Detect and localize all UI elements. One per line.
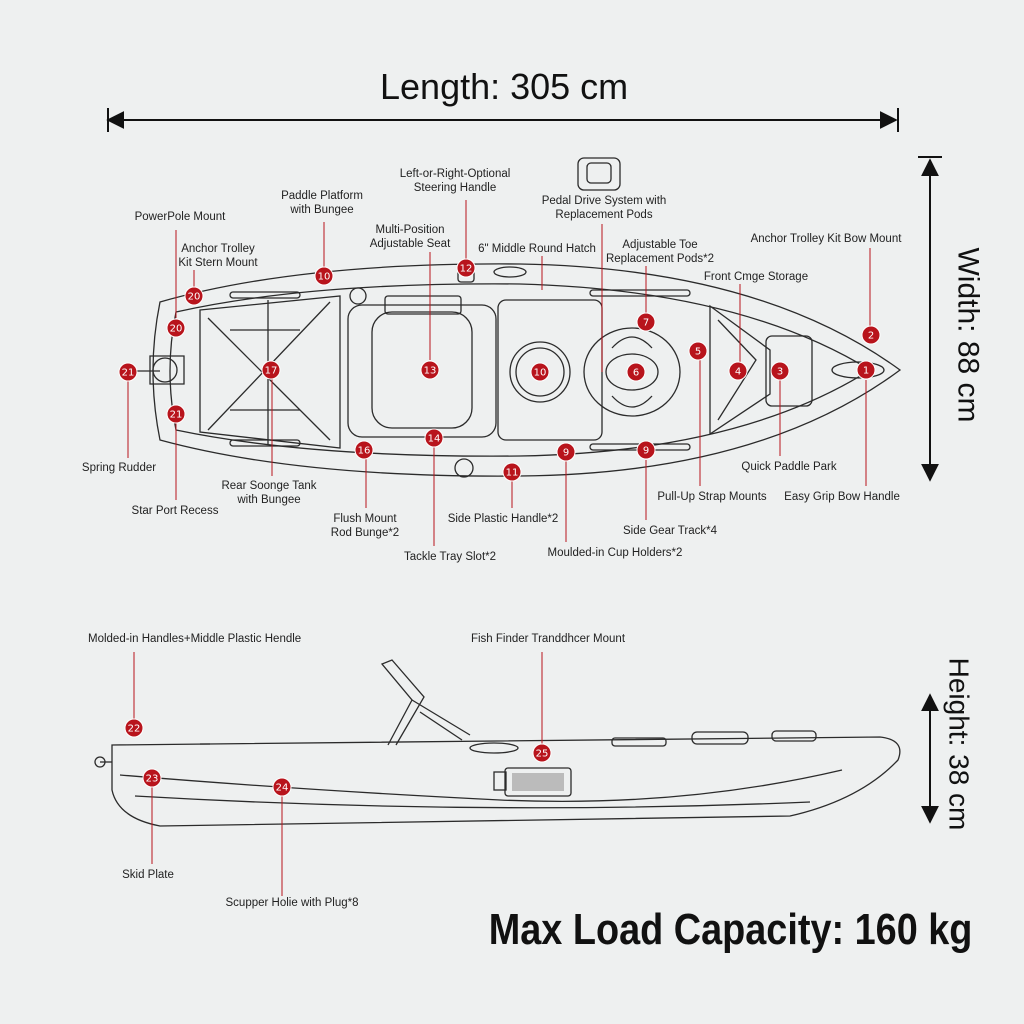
label-bow-handle: Easy Grip Bow Handle [784, 491, 900, 503]
label-tackle-tray: Tackle Tray Slot*2 [403, 551, 497, 563]
label-scupper-hole: Scupper Holie with Plug*8 [225, 897, 359, 909]
side-view-badge-number: 25 [536, 749, 549, 760]
top-view-badge: 14 [424, 428, 444, 448]
top-view-badge: 5 [688, 341, 708, 361]
label-star-port: Star Port Recess [131, 505, 219, 517]
top-view-badge: 7 [636, 312, 656, 332]
top-view-badge-number: 12 [460, 264, 473, 275]
top-view-badge: 12 [456, 258, 476, 278]
width-title: Width: 88 cm [951, 247, 985, 423]
top-view-badge: 1 [856, 360, 876, 380]
top-view-badge-number: 1 [863, 366, 869, 377]
top-view-badge-number: 3 [777, 367, 783, 378]
width-dimension-arrow [918, 156, 942, 482]
label-skid-plate: Skid Plate [122, 869, 174, 881]
top-view-badge-number: 10 [318, 272, 331, 283]
top-view-badge-number: 10 [534, 368, 547, 379]
side-view-badge-number: 24 [276, 783, 289, 794]
side-view-badge-number: 22 [128, 724, 141, 735]
top-view-badge-number: 20 [170, 324, 183, 335]
top-view-badge: 16 [354, 440, 374, 460]
top-view-badge-number: 9 [643, 446, 649, 457]
label-side-gear-track: Side Gear Track*4 [623, 525, 717, 537]
label-quick-paddle: Quick Paddle Park [741, 461, 837, 473]
label-pullup-strap: Pull-Up Strap Mounts [657, 491, 767, 503]
top-view-badge: 21 [166, 404, 186, 424]
top-view-badge: 10 [530, 362, 550, 382]
top-view-badge-number: 21 [122, 368, 135, 379]
top-view-badge-number: 13 [424, 366, 437, 377]
side-view-badge: 22 [124, 718, 144, 738]
kayak-side-view [94, 659, 901, 827]
leader-lines [127, 200, 871, 896]
max-load-capacity: Max Load Capacity: 160 kg [488, 905, 972, 954]
side-view-badge: 24 [272, 777, 292, 797]
top-view-badge-number: 14 [428, 434, 441, 445]
top-view-badge-number: 20 [188, 292, 201, 303]
top-view-badge-number: 11 [506, 468, 519, 479]
top-view-badge: 9 [636, 440, 656, 460]
top-view-badge-number: 16 [358, 446, 371, 457]
top-view-badge: 6 [626, 362, 646, 382]
top-view-badge: 11 [502, 462, 522, 482]
length-dimension-arrow [106, 108, 899, 132]
top-view-badge-number: 9 [563, 448, 569, 459]
top-view-badge: 4 [728, 361, 748, 381]
top-view-badge-number: 2 [868, 331, 874, 342]
side-view-badge-number: 23 [146, 774, 159, 785]
kayak-top-view [130, 157, 902, 478]
label-round-hatch: 6" Middle Round Hatch [478, 243, 596, 255]
label-powerpole-mount: PowerPole Mount [134, 211, 226, 223]
top-view-badge: 10 [314, 266, 334, 286]
top-view-badge-number: 7 [643, 318, 649, 329]
top-view-badge: 17 [261, 360, 281, 380]
top-view-badge: 21 [118, 362, 138, 382]
top-view-badge-number: 5 [695, 347, 701, 358]
top-view-badge-number: 21 [170, 410, 183, 421]
top-view-badge-number: 17 [265, 366, 278, 377]
side-view-badges: 22 23 24 25 [124, 718, 552, 797]
top-view-badge: 20 [166, 318, 186, 338]
top-view-badge: 13 [420, 360, 440, 380]
top-view-badge: 2 [861, 325, 881, 345]
top-view-badge: 3 [770, 361, 790, 381]
label-fish-finder: Fish Finder Tranddhcer Mount [470, 633, 626, 645]
top-view-badge-number: 6 [633, 368, 639, 379]
label-side-handle: Side Plastic Handle*2 [447, 513, 559, 525]
top-view-badge: 20 [184, 286, 204, 306]
label-molded-handles: Molded-in Handles+Middle Plastic Hendle [88, 633, 302, 645]
top-view-badge: 9 [556, 442, 576, 462]
height-title: Height: 38 cm [943, 657, 975, 831]
label-spring-rudder: Spring Rudder [81, 462, 157, 474]
label-anchor-bow: Anchor Trolley Kit Bow Mount [750, 233, 902, 245]
label-front-storage: Front Cmge Storage [703, 271, 809, 283]
top-view-badge-number: 4 [735, 367, 741, 378]
side-view-badge: 23 [142, 768, 162, 788]
label-cup-holders: Moulded-in Cup Holders*2 [547, 547, 683, 559]
length-title: Length: 305 cm [380, 66, 629, 107]
side-view-badge: 25 [532, 743, 552, 763]
